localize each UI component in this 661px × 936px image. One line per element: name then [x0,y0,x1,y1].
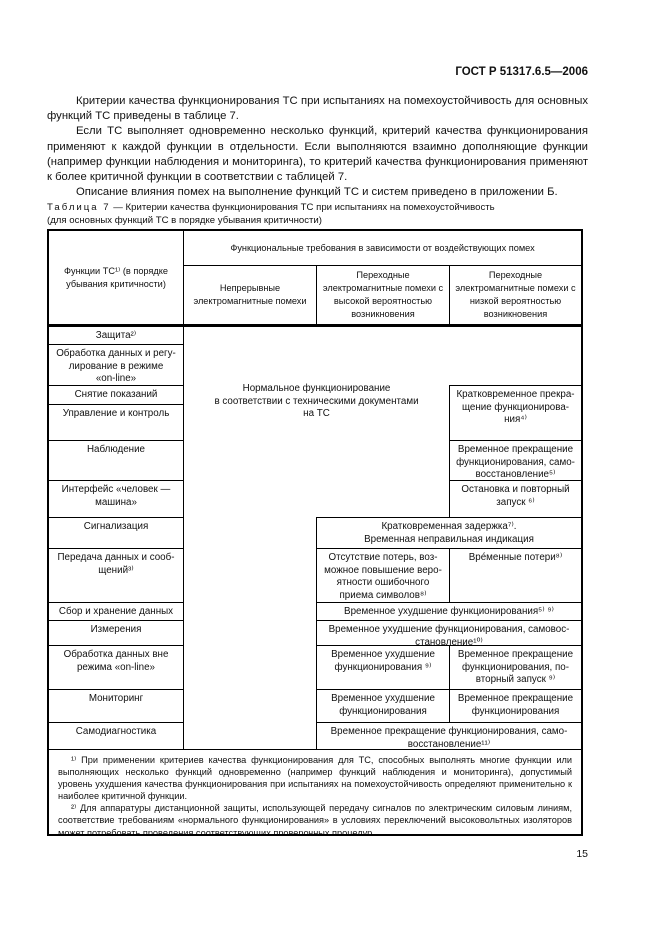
function-cell-measurement: Измерения [49,620,183,645]
requirement-cell-temp-stop-self-recovery-11: Временное прекращение функционирования, … [316,722,581,749]
requirement-cell-temp-degradation: Временное ухудшение функционирования [316,689,449,722]
requirement-cell-short-delay: Кратковременная задержка⁷⁾. Временная не… [316,517,581,548]
requirement-cell-temp-stop: Временное прекращение функционирования [449,689,581,722]
table-footnotes: ¹⁾ При применении критериев качества фун… [49,749,581,834]
footnote-2: ²⁾ Для аппаратуры дистанционной защиты, … [58,803,572,834]
function-cell-command-control: Управление и контроль [49,404,183,440]
function-cell-man-machine-interface: Интерфейс «человек — машина» [49,480,183,517]
requirement-cell-temporary-loss: Вре́менные потери⁸⁾ [449,548,581,602]
table-caption-line2: (для основных функций ТС в порядке убыва… [47,215,322,226]
intro-paragraphs: Критерии качества функционирования ТС пр… [47,94,588,200]
intro-paragraph-1: Критерии качества функционирования ТС пр… [47,95,588,123]
requirement-cell-temp-degradation-5-9: Временное ухудшение функционирования⁵⁾ ⁹… [316,602,581,620]
requirement-cell-stop-restart: Остановка и повторный запуск ⁶⁾ [449,480,581,517]
header-transient-high-probability: Переходные электромагнитные помехи с выс… [316,265,449,324]
function-cell-online-data-processing: Обработка данных и регу- лирование в реж… [49,344,183,385]
requirement-cell-temp-stop-self-recovery: Временное прекращение функционирования, … [449,440,581,480]
footnote-1: ¹⁾ При применении критериев качества фун… [58,755,572,802]
function-cell-offline-data-processing: Обработка данных вне режима «on-line» [49,645,183,689]
header-continuous-disturbances: Непрерывные электромагнитные помехи [183,265,316,324]
table-caption-line1: Таблица 7 — Критерии качества функционир… [47,201,588,214]
requirement-cell-no-loss: Отсутствие потерь, воз- можное повышение… [316,548,449,602]
function-cell-data-transmission: Передача данных и сооб- щений³⁾ [49,548,183,602]
page-number: 15 [576,848,588,860]
header-transient-low-probability: Переходные электромагнитные помехи с низ… [449,265,581,324]
requirement-cell-short-interruption: Кратковременное прекра- щение функционир… [449,385,581,440]
function-cell-protection: Защита²⁾ [49,324,183,344]
intro-paragraph-2: Если ТС выполняет одновременно несколько… [47,125,588,184]
function-cell-metering: Снятие показаний [49,385,183,404]
standard-number: ГОСТ Р 51317.6.5—2006 [455,66,588,78]
requirement-cell-temp-degradation-recovery: Временное ухудшение функционирования, са… [316,620,581,645]
table-caption-title: — Критерии качества функционирования ТС … [113,202,495,213]
function-cell-monitoring: Мониторинг [49,689,183,722]
function-cell-alarm: Сигнализация [49,517,183,548]
table-caption-label: Таблица 7 [47,202,111,213]
table-7: Функции ТС¹⁾ (в порядке убывания критичн… [47,229,583,836]
requirement-cell-normal-functioning-lower [183,517,316,749]
function-cell-data-storage: Сбор и хранение данных [49,602,183,620]
requirement-cell-temp-stop-restart-9: Временное прекращение функционирования, … [449,645,581,689]
intro-paragraph-3: Описание влияния помех на выполнение фун… [76,186,558,199]
header-functions-column: Функции ТС¹⁾ (в порядке убывания критичн… [63,265,169,289]
requirement-cell-normal-functioning: Нормальное функционирование в соответств… [183,324,449,517]
requirement-cell-normal-functioning-extension [449,324,581,385]
function-cell-observation: Наблюдение [49,440,183,480]
table-caption: Таблица 7 — Критерии качества функционир… [47,201,588,227]
header-requirements-span: Функциональные требования в зависимости … [183,231,581,265]
requirement-cell-temp-degradation-9: Временное ухудшение функционирования ⁹⁾ [316,645,449,689]
function-cell-self-diagnostics: Самодиагностика [49,722,183,749]
